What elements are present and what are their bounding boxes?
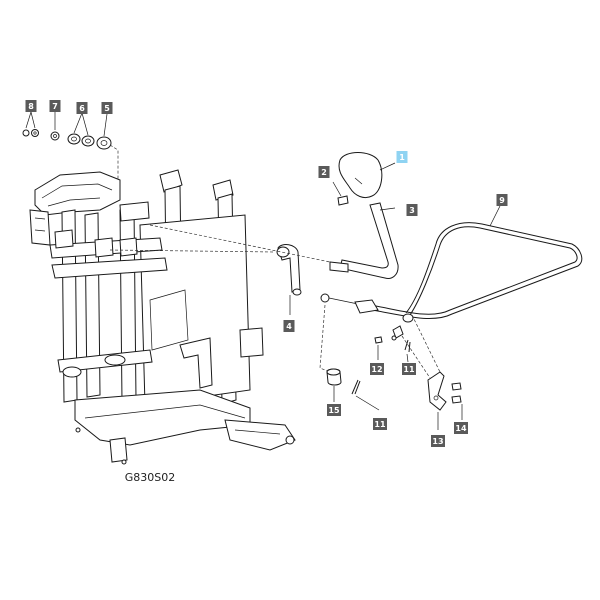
callout-11: 11 (373, 418, 387, 430)
callout-4: 4 (283, 320, 295, 332)
callout-7: 7 (49, 100, 61, 112)
callout-number: 12 (371, 365, 382, 374)
callout-12: 12 (370, 363, 384, 375)
callout-14: 14 (454, 422, 468, 434)
callout-box (25, 100, 37, 112)
callout-number: 15 (328, 406, 340, 415)
callout-box (431, 435, 445, 447)
callout-number: 11 (374, 420, 386, 429)
callout-box (402, 363, 416, 375)
callout-box (49, 100, 61, 112)
callout-number: 1 (399, 153, 405, 162)
small-parts (326, 314, 463, 430)
callout-box (76, 102, 88, 114)
callout-3: 3 (406, 204, 418, 216)
callout-box (370, 363, 384, 375)
callout-number: 8 (28, 102, 34, 111)
fastener-row (22, 111, 119, 180)
callout-15: 15 (327, 404, 341, 416)
callout-5: 5 (101, 102, 113, 114)
callout-11: 11 (402, 363, 416, 375)
control-cable (354, 205, 583, 341)
callout-box (327, 404, 341, 416)
callout-number: 14 (455, 424, 467, 433)
callout-13: 13 (431, 435, 445, 447)
callout-box (396, 151, 408, 163)
callout-number: 4 (286, 322, 292, 331)
callout-2: 2 (318, 166, 330, 178)
callout-box (373, 418, 387, 430)
callout-number: 11 (403, 365, 415, 374)
callout-number: 5 (104, 104, 110, 113)
gear-lever-assembly (109, 152, 399, 373)
callout-number: 13 (432, 437, 443, 446)
callout-number: 2 (321, 168, 327, 177)
callout-box (318, 166, 330, 178)
callout-box (101, 102, 113, 114)
callout-number: 6 (79, 104, 85, 113)
callout-number: 3 (409, 206, 415, 215)
callout-box (454, 422, 468, 434)
callout-number: 9 (499, 196, 505, 205)
callout-box (406, 204, 418, 216)
frame-assembly (29, 169, 296, 465)
drawing-code-label: G830S02 (125, 471, 176, 484)
callout-1: 1 (396, 151, 408, 163)
callout-9: 9 (496, 194, 508, 206)
callout-8: 8 (25, 100, 37, 112)
callout-number: 7 (52, 102, 58, 111)
callout-6: 6 (76, 102, 88, 114)
callout-box (496, 194, 508, 206)
callout-box (283, 320, 295, 332)
